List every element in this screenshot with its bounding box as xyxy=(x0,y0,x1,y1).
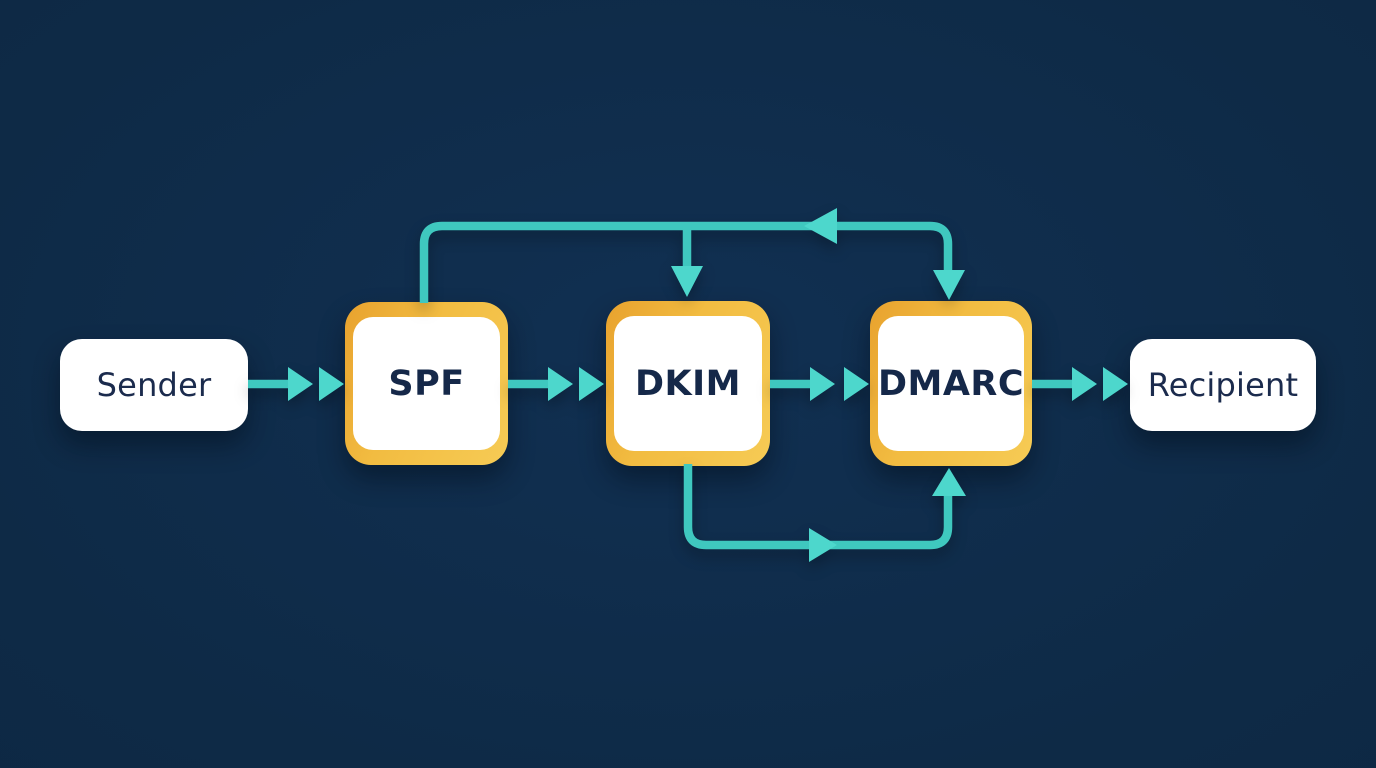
node-dmarc-label: DMARC xyxy=(877,363,1025,404)
node-dkim-inner: DKIM xyxy=(614,316,762,451)
edge-sender-spf xyxy=(248,367,344,401)
edge-bottom-loop xyxy=(683,464,966,562)
node-spf: SPF xyxy=(345,302,508,465)
node-dmarc-inner: DMARC xyxy=(878,316,1024,451)
node-dmarc: DMARC xyxy=(870,301,1032,466)
node-recipient-label: Recipient xyxy=(1147,366,1299,404)
edge-dmarc-recipient xyxy=(1032,367,1128,401)
edge-spf-dkim xyxy=(508,367,604,401)
node-dkim-label: DKIM xyxy=(634,363,742,404)
node-dkim: DKIM xyxy=(606,301,770,466)
node-sender: Sender xyxy=(60,339,248,431)
node-recipient: Recipient xyxy=(1130,339,1316,431)
node-spf-inner: SPF xyxy=(353,317,500,450)
node-spf-label: SPF xyxy=(388,363,465,404)
node-sender-label: Sender xyxy=(96,366,212,404)
edge-dkim-dmarc xyxy=(770,367,869,401)
edge-top-bus xyxy=(419,208,965,303)
